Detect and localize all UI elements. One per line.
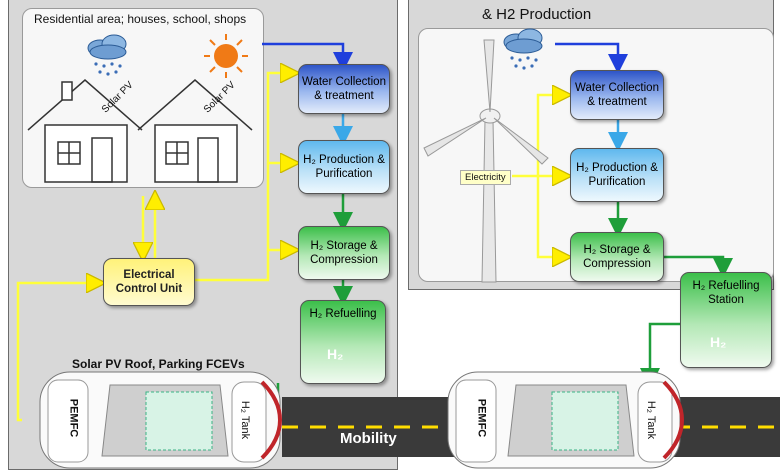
left-pemfc-label: PEMFC — [67, 398, 80, 438]
left-h2-production-box: H₂ Production & Purification — [298, 140, 390, 194]
rain-cloud-icon — [87, 34, 127, 76]
car-left-icon — [39, 371, 282, 469]
rain-cloud-icon-right — [503, 28, 543, 70]
right-water-collection-box: Water Collection & treatment — [570, 70, 664, 120]
left-h2-refuelling-box: H₂ Refuelling — [300, 300, 386, 384]
left-pump-h2-label: H₂ — [327, 346, 344, 362]
right-h2-production-box: H₂ Production & Purification — [570, 148, 664, 202]
left-water-collection-box: Water Collection & treatment — [298, 64, 390, 114]
parking-to-control-power — [16, 283, 96, 422]
sun-icon — [204, 34, 248, 78]
right-pump-h2-label: H₂ — [710, 334, 727, 350]
parking-label: Solar PV Roof, Parking FCEVs — [72, 357, 245, 371]
house-icon-2 — [137, 79, 253, 183]
right-h2-refuelling-station-label: H₂ Refuelling Station — [692, 280, 760, 307]
electricity-label: Electricity — [460, 170, 511, 185]
wind-turbine-icon — [423, 39, 549, 283]
right-h2-storage-box: H₂ Storage & Compression — [570, 232, 664, 282]
turbine-to-storage-power — [536, 176, 562, 257]
turbine-to-water-power — [512, 95, 562, 178]
right-panel-title: & H2 Production — [482, 6, 592, 23]
right-water-arrow — [555, 42, 628, 74]
residential-area-label: Residential area; houses, school, shops — [34, 12, 247, 26]
right-pemfc-label: PEMFC — [475, 398, 488, 438]
left-h2-refuelling-label: H₂ Refuelling — [309, 308, 377, 320]
right-tank-label: H₂ Tank — [645, 400, 658, 440]
control-to-water-power — [193, 73, 290, 282]
left-tank-label: H₂ Tank — [239, 400, 252, 440]
mobility-label: Mobility — [340, 430, 397, 447]
left-h2-storage-box: H₂ Storage & Compression — [298, 226, 390, 280]
electrical-control-unit: Electrical Control Unit — [103, 258, 195, 306]
car-right-icon — [447, 371, 684, 469]
right-h2-refuelling-station-box: H₂ Refuelling Station — [680, 272, 772, 368]
right-station-to-car-arrow — [640, 322, 680, 388]
left-water-arrow — [262, 42, 353, 72]
house-icon — [27, 79, 143, 183]
right-storage-to-station-arrow — [662, 255, 733, 278]
